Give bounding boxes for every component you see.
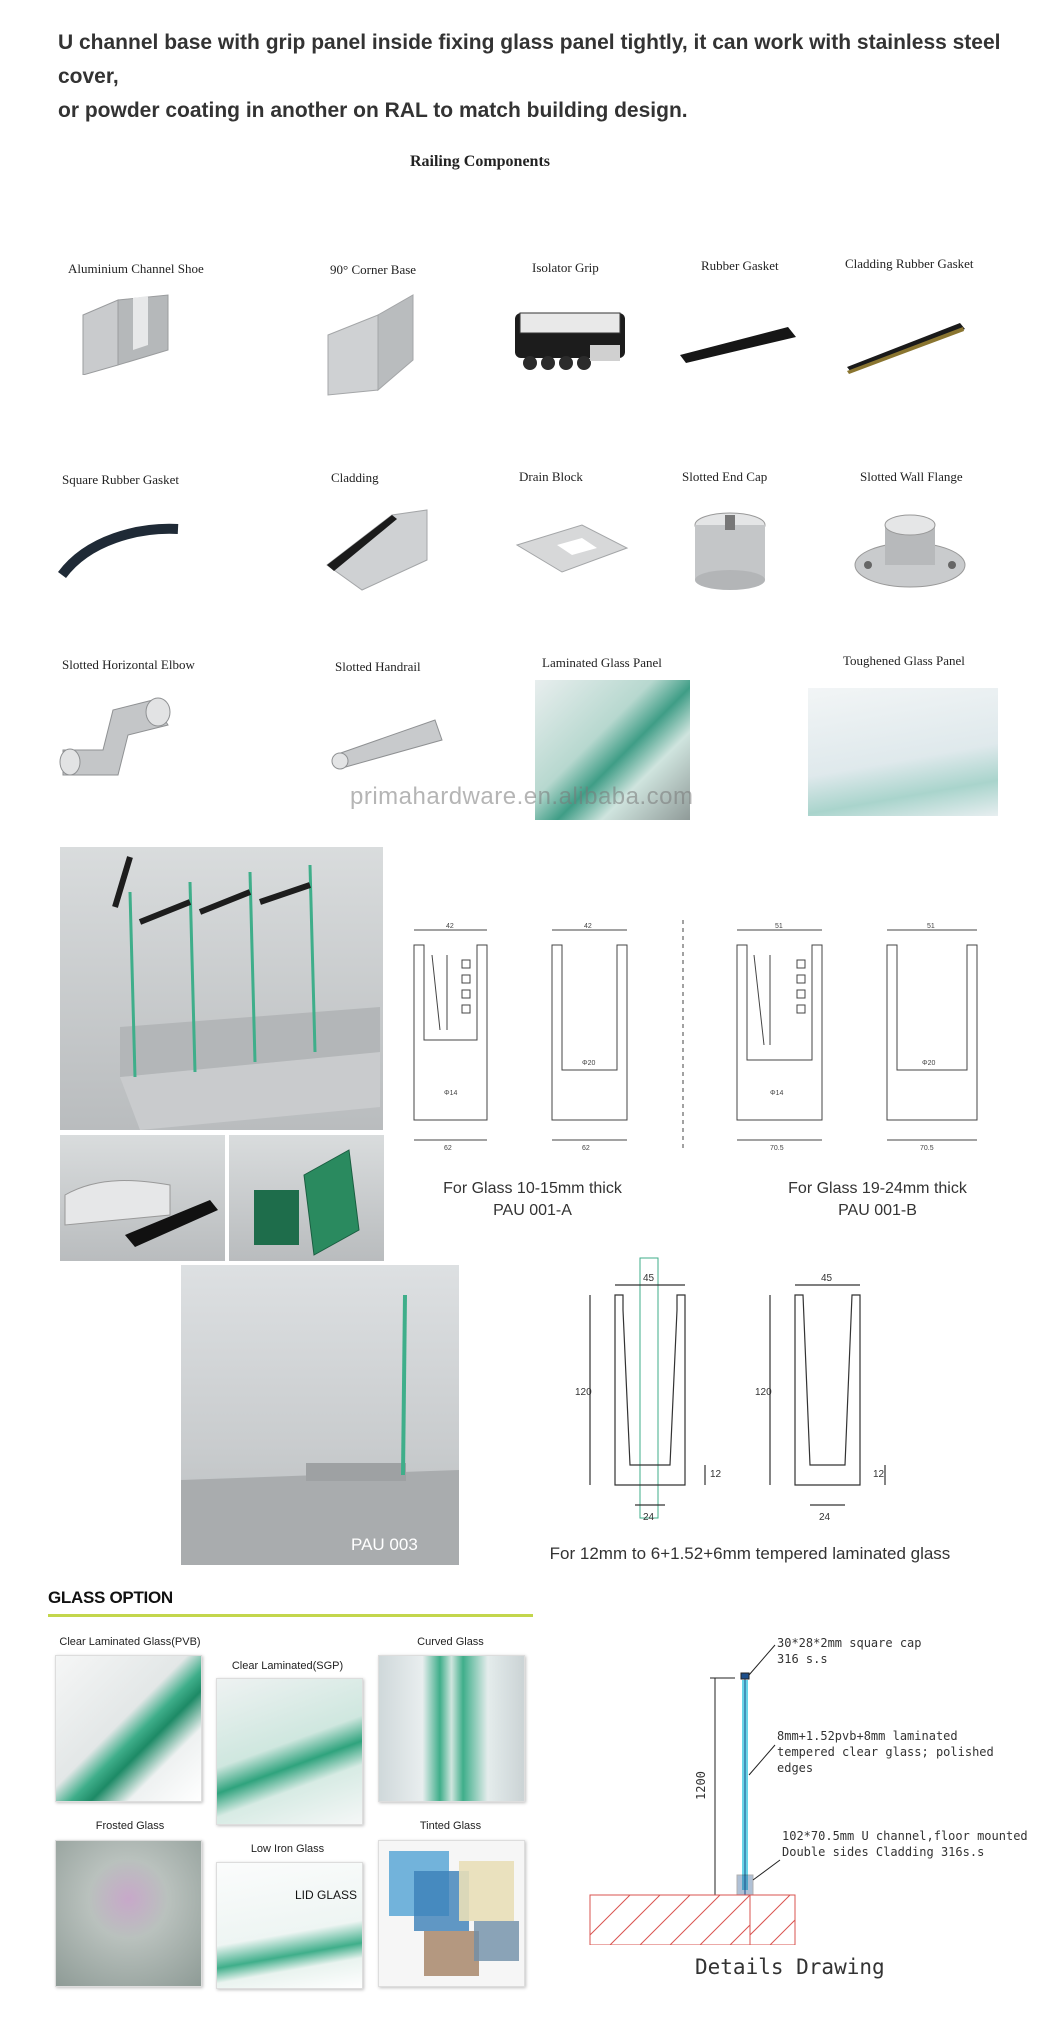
dim-b-hole: Φ14: [770, 1090, 783, 1097]
dim-b-width: 70.5: [770, 1145, 784, 1152]
pau003-dim-small-a: 12: [710, 1469, 722, 1480]
pau003-photo: PAU 003: [181, 1265, 459, 1565]
details-note-channel: 102*70.5mm U channel,floor mounted Doubl…: [782, 1829, 1028, 1859]
glass-tile-frosted: [55, 1840, 202, 1987]
channel-shoe-image: [82, 294, 169, 375]
component-label-slotted-handrail: Slotted Handrail: [335, 659, 421, 674]
glass-tile-curved: [378, 1655, 525, 1802]
corner-base-image: [327, 294, 414, 396]
slotted-end-cap-image: [694, 512, 766, 590]
dim-a-top: 42: [446, 923, 454, 930]
component-label-corner-base: 90° Corner Base: [330, 262, 417, 277]
pau003-photo-label: PAU 003: [351, 1535, 418, 1554]
pau003-dim-top-a: 45: [643, 1273, 655, 1284]
glass-label-tinted: Tinted Glass: [419, 1820, 482, 1832]
pau003-caption: For 12mm to 6+1.52+6mm tempered laminate…: [549, 1544, 951, 1563]
details-note-cap: 30*28*2mm square cap 316 s.s: [777, 1636, 922, 1666]
drain-block-image: [515, 524, 629, 573]
intro-text: U channel base with grip panel inside fi…: [58, 26, 1018, 128]
laminated-glass-image: [535, 680, 690, 820]
component-label-channel-shoe: Aluminium Channel Shoe: [68, 261, 204, 276]
component-label-toughened-glass: Toughened Glass Panel: [843, 653, 965, 668]
details-note-glass: 8mm+1.52pvb+8mm laminated tempered clear…: [777, 1729, 994, 1775]
glass-tile-low-iron: LID GLASS: [216, 1862, 363, 1989]
low-iron-overlay-text: LID GLASS: [295, 1888, 358, 1902]
dim-b2-width: 70.5: [920, 1145, 934, 1152]
components-title: Railing Components: [409, 153, 551, 170]
component-label-cladding: Cladding: [331, 470, 379, 485]
component-label-cladding-rubber-gasket: Cladding Rubber Gasket: [845, 256, 974, 271]
glass-label-sgp: Clear Laminated(SGP): [231, 1660, 344, 1672]
profile-a-caption-2: PAU 001-A: [493, 1202, 572, 1219]
pau003-dim-height-a: 120: [575, 1387, 592, 1398]
railing-render-photo: [60, 847, 383, 1130]
dim-b-hole2: Φ20: [922, 1060, 935, 1067]
isolator-grip-image: [515, 312, 625, 370]
component-label-rubber-gasket: Rubber Gasket: [701, 258, 779, 273]
profile-a-caption-1: For Glass 10-15mm thick: [443, 1180, 622, 1197]
glass-tile-sgp: [216, 1678, 363, 1825]
pau003-drawing: 45 45 120 120 12 12 24 24: [575, 1257, 886, 1523]
rubber-gasket-image: [680, 327, 796, 363]
pau003-dim-small-b: 12: [873, 1469, 885, 1480]
toughened-glass-image: [808, 688, 998, 816]
dim-b-top: 51: [775, 923, 783, 930]
dim-a-hole: Φ14: [444, 1090, 457, 1097]
pau003-dim-height-b: 120: [755, 1387, 772, 1398]
glass-label-pvb: Clear Laminated Glass(PVB): [59, 1636, 201, 1648]
dim-a2-top: 42: [584, 923, 592, 930]
watermark-text: primahardware.en.alibaba.com: [350, 783, 694, 810]
glass-tile-pvb: [55, 1655, 202, 1802]
grip-panel-photo: [229, 1135, 384, 1261]
gasket-parts-photo: [60, 1135, 225, 1261]
horizontal-elbow-image: [59, 697, 171, 776]
glass-option-divider: [48, 1614, 533, 1617]
glass-label-low-iron: Low Iron Glass: [250, 1843, 325, 1855]
details-height-dim: 1200: [694, 1771, 708, 1800]
dim-b2-top: 51: [927, 923, 935, 930]
component-label-square-rubber-gasket: Square Rubber Gasket: [62, 472, 179, 487]
slotted-handrail-image: [331, 719, 443, 770]
component-label-horizontal-elbow: Slotted Horizontal Elbow: [62, 657, 195, 672]
component-label-slotted-wall-flange: Slotted Wall Flange: [860, 469, 963, 484]
profile-b-caption-1: For Glass 19-24mm thick: [788, 1180, 967, 1197]
component-label-laminated-glass: Laminated Glass Panel: [542, 655, 662, 670]
glass-option-heading: GLASS OPTION: [48, 1588, 173, 1607]
dim-a2-width: 62: [582, 1145, 590, 1152]
glass-tile-tinted: [378, 1840, 525, 1987]
cladding-rubber-gasket-image: [847, 323, 965, 374]
component-label-isolator-grip: Isolator Grip: [532, 260, 599, 275]
dim-a-hole2: Φ20: [582, 1060, 595, 1067]
dim-a-width: 62: [444, 1145, 452, 1152]
intro-line-1: U channel base with grip panel inside fi…: [58, 31, 1001, 88]
component-label-drain-block: Drain Block: [519, 469, 583, 484]
pau003-dim-bottom-b: 24: [819, 1512, 831, 1523]
square-rubber-gasket-image: [58, 523, 179, 579]
slotted-wall-flange-image: [854, 514, 966, 588]
glass-label-curved: Curved Glass: [417, 1636, 484, 1648]
details-drawing: 1200: [589, 1644, 796, 1945]
intro-line-2: or powder coating in another on RAL to m…: [58, 99, 688, 122]
glass-label-frosted: Frosted Glass: [95, 1820, 165, 1832]
pau003-dim-bottom-a: 24: [643, 1512, 655, 1523]
details-drawing-title: Details Drawing: [695, 1955, 885, 1979]
pau003-dim-top-b: 45: [821, 1273, 833, 1284]
profile-drawings: 42 42 51 51 62 62 70.5 70.5 Φ14 Φ20 Φ14 …: [413, 920, 978, 1152]
cladding-image: [326, 509, 428, 591]
component-label-slotted-end-cap: Slotted End Cap: [682, 469, 768, 484]
profile-b-caption-2: PAU 001-B: [838, 1202, 917, 1219]
